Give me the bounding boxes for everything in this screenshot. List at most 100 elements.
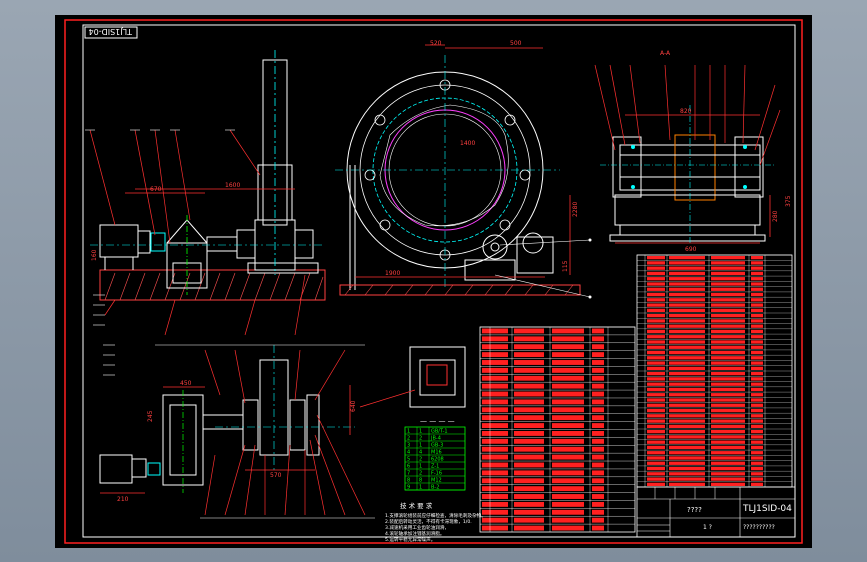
parts-row-fill [647,456,665,460]
dim-plan-right: 640 [350,400,357,412]
parts-row-fill [482,360,508,365]
parts-row-fill [647,387,665,392]
parts-row-fill [647,403,665,407]
dim-plan-motor: 210 [117,496,129,503]
drawing-number: TLJ1SID-04 [742,504,792,514]
parts-row-fill [514,328,544,334]
parts-row-fill [592,431,604,436]
front-view: 1600 670 160 [85,50,326,376]
parts-row-fill [751,356,763,360]
parts-row-fill [592,486,604,492]
parts-row-fill [514,367,544,373]
inner-frame [82,24,796,538]
parts-row-fill [711,271,745,276]
parts-row-fill [751,319,763,323]
parts-row-fill [669,271,705,276]
parts-row-fill [647,377,665,381]
parts-row-fill [647,393,665,397]
parts-row-fill [711,366,745,370]
parts-row-fill [711,282,745,286]
parts-row-fill [669,356,705,360]
parts-row-fill [592,399,604,405]
parts-row-fill [669,466,705,471]
parts-row-fill [592,360,604,365]
parts-row-fill [552,407,584,413]
dim-side-height: 2280 [572,202,579,217]
parts-row-fill [592,438,604,444]
parts-row-fill [711,319,745,323]
inverted-drawing-number: TLJ1SID-04 [89,27,133,36]
parts-row-fill [647,345,665,349]
parts-row-fill [751,345,763,349]
parts-row-fill [711,403,745,407]
parts-row-fill [751,398,763,402]
parts-row-fill [751,303,763,307]
parts-row-fill [647,292,665,297]
parts-row-fill [592,446,604,452]
parts-row-fill [482,344,508,350]
drawing-canvas[interactable]: TLJ1SID-04 160 [55,15,812,548]
parts-row-fill [647,424,665,428]
parts-row-fill [482,525,508,531]
parts-row-fill [514,486,544,492]
drawing-name: ???? [687,506,702,514]
parts-row-fill [592,423,604,428]
small-table-cell: 1 [419,443,422,449]
plan-view: 450 245 210 570 640 [99,344,375,519]
parts-row-fill [669,440,705,444]
parts-row-fill [711,472,745,476]
parts-row-fill [711,387,745,392]
parts-row-fill [647,329,665,334]
cad-drawing-viewport[interactable]: TLJ1SID-04 160 [55,15,812,548]
parts-row-fill [751,377,763,381]
dim-plan-depth: 245 [147,410,154,422]
parts-row-fill [669,308,705,312]
parts-row-fill [482,336,508,342]
parts-row-fill [647,382,665,386]
parts-row-fill [751,440,763,444]
parts-row-fill [647,308,665,312]
small-table-cell: 6 [407,464,410,470]
parts-row-fill [669,398,705,402]
parts-row-fill [647,271,665,276]
parts-row-fill [514,517,544,523]
dim-side-base: 1900 [385,270,400,277]
parts-row-fill [669,393,705,397]
parts-row-fill [592,462,604,468]
parts-row-fill [592,494,604,499]
parts-row-fill [711,382,745,386]
parts-row-fill [647,461,665,465]
parts-row-fill [552,431,584,436]
parts-row-fill [669,430,705,434]
parts-row-fill [647,366,665,370]
parts-row-fill [711,398,745,402]
parts-row-fill [482,431,508,436]
dim-right-top: 820 [680,108,692,115]
parts-row-fill [751,408,763,413]
parts-row-fill [669,287,705,291]
parts-row-fill [482,407,508,413]
parts-row-fill [751,461,763,465]
parts-row-fill [711,456,745,460]
parts-row-fill [669,435,705,439]
small-table-cell: M16 [431,450,442,456]
parts-row-fill [482,383,508,389]
parts-row-fill [482,494,508,499]
dim-side-diameter: 1400 [460,140,475,147]
parts-row-fill [751,451,763,455]
parts-list-left [479,326,636,533]
tech-req-line: 3.减速机采用工业齿轮油润滑， [385,524,449,531]
parts-row-fill [482,517,508,523]
parts-row-fill [482,509,508,515]
parts-row-fill [669,408,705,413]
parts-row-fill [669,366,705,370]
parts-row-fill [751,456,763,460]
parts-row-fill [514,407,544,413]
parts-row-fill [647,282,665,286]
parts-row-fill [751,435,763,439]
parts-row-fill [514,344,544,350]
dim-plan-mid: 570 [270,472,282,479]
svg-text:— — — —: — — — — [420,417,455,425]
section-view-aa: A-A 820 690 280 375 [594,50,792,253]
